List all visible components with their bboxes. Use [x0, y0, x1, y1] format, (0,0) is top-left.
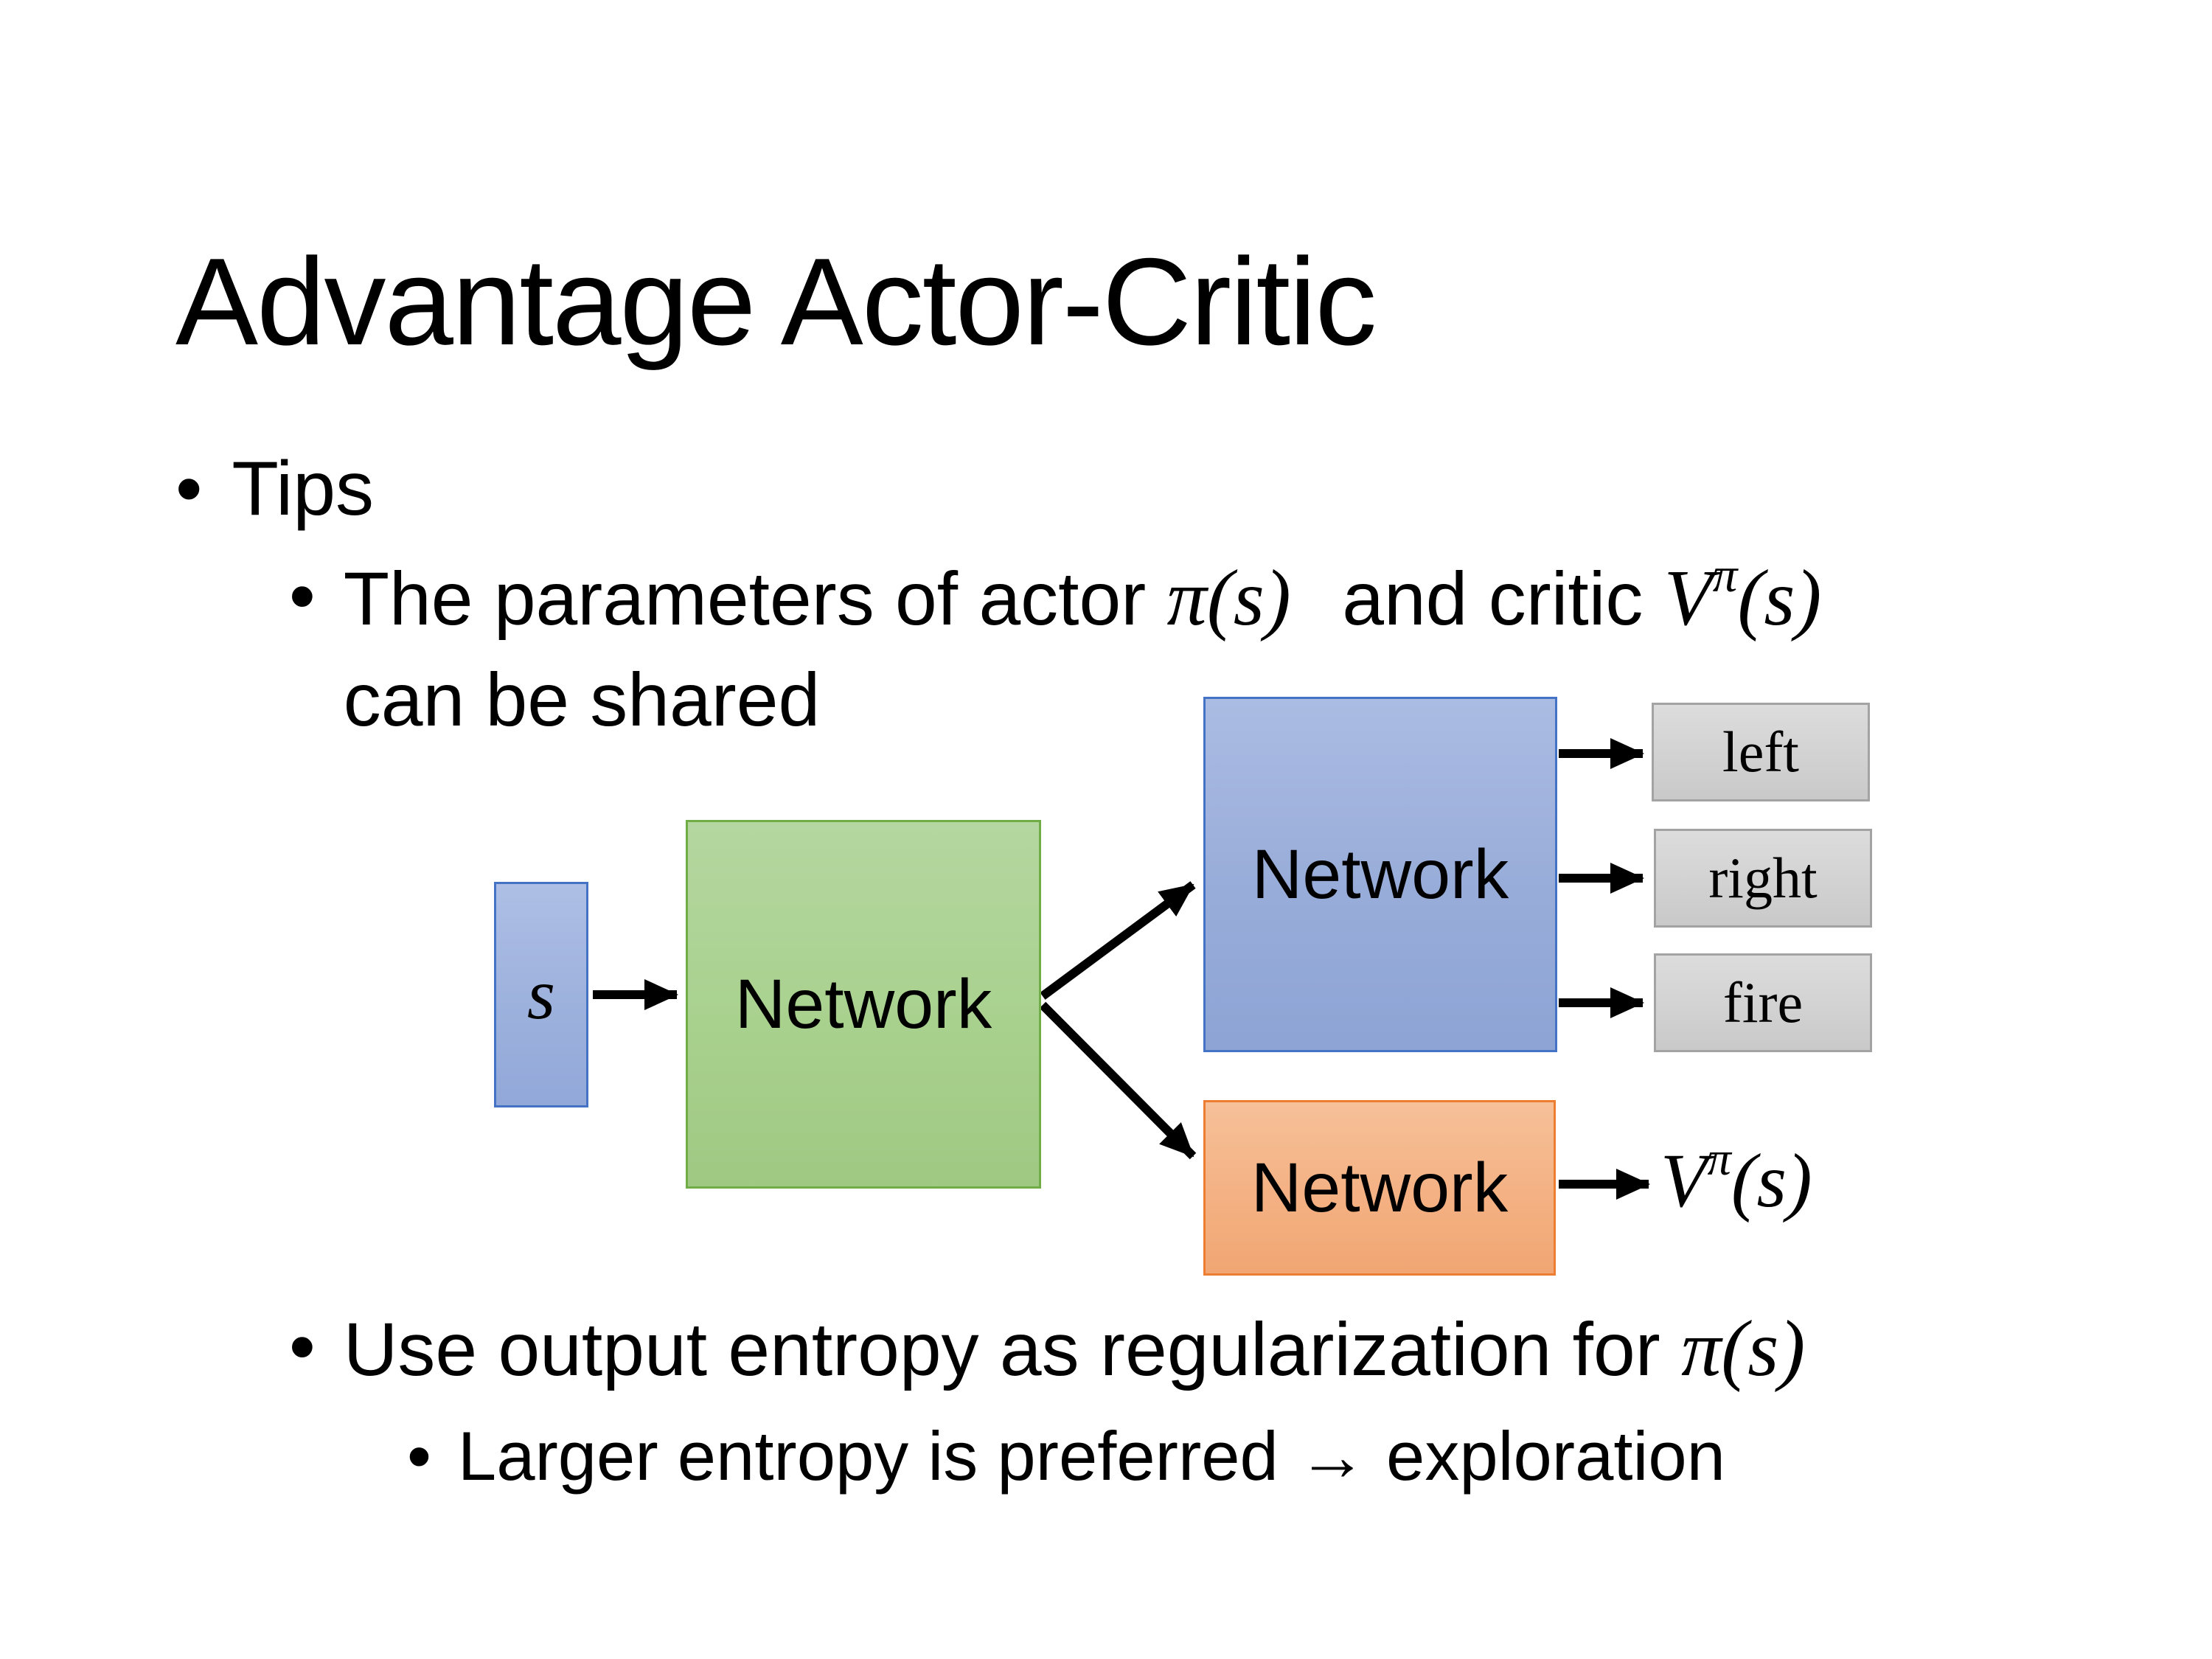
critic-network-label: Network [1251, 1148, 1509, 1227]
v-args: (s) [1737, 554, 1822, 642]
bullet-icon: • [407, 1417, 431, 1495]
v-base: V [1663, 554, 1713, 642]
state-label: s [526, 955, 556, 1034]
shared-parameters-line1: The parameters of actor π(s) and critic … [343, 550, 1822, 642]
action-label-right: right [1708, 846, 1818, 910]
pi-s-term: π(s) [1166, 554, 1291, 642]
bullet-tips: • Tips [175, 441, 374, 537]
arrow-shared-to-actor [1040, 881, 1196, 1000]
text-run: The parameters of actor [343, 557, 1167, 641]
action-box-fire: fire [1654, 953, 1872, 1052]
action-label-fire: fire [1722, 970, 1804, 1034]
tips-label: Tips [232, 446, 375, 532]
bullet-entropy-regularization: • Use output entropy as regularization f… [289, 1298, 1805, 1402]
action-box-left: left [1652, 703, 1870, 801]
value-args: (s) [1731, 1138, 1812, 1223]
v-superscript-pi: π [1712, 547, 1738, 602]
exploration-text: Larger entropy is preferred → exploratio… [457, 1417, 1725, 1495]
arrow-shared-to-critic [1039, 1001, 1197, 1160]
text-run: Use output entropy as regularization for [343, 1307, 1682, 1391]
bullet-icon: • [175, 446, 203, 532]
v-pi-s-term: Vπ(s) [1663, 550, 1822, 642]
state-box: s [494, 882, 588, 1107]
action-box-right: right [1654, 829, 1872, 928]
entropy-text: Use output entropy as regularization for… [344, 1298, 1806, 1402]
bullet-shared-parameters: • The parameters of actor π(s) and criti… [289, 547, 1821, 748]
bullet-icon: • [289, 554, 316, 638]
shared-parameters-text: The parameters of actor π(s) and critic … [344, 547, 1822, 748]
value-base: V [1660, 1138, 1708, 1223]
critic-network-box: Network [1203, 1100, 1556, 1276]
value-superscript-pi: π [1707, 1132, 1731, 1185]
pi-s-term: π(s) [1681, 1305, 1806, 1393]
page-title: Advantage Actor-Critic [175, 232, 1377, 371]
value-output-label: Vπ(s) [1660, 1131, 1812, 1231]
action-label-left: left [1722, 720, 1799, 784]
text-run: and critic [1321, 557, 1664, 641]
shared-network-label: Network [734, 964, 992, 1043]
bullet-exploration: • Larger entropy is preferred → explorat… [407, 1413, 1725, 1500]
actor-network-label: Network [1251, 835, 1509, 914]
actor-network-box: Network [1203, 697, 1557, 1052]
shared-network-box: Network [686, 820, 1041, 1189]
shared-parameters-line2: can be shared [343, 657, 821, 742]
bullet-icon: • [289, 1304, 316, 1388]
